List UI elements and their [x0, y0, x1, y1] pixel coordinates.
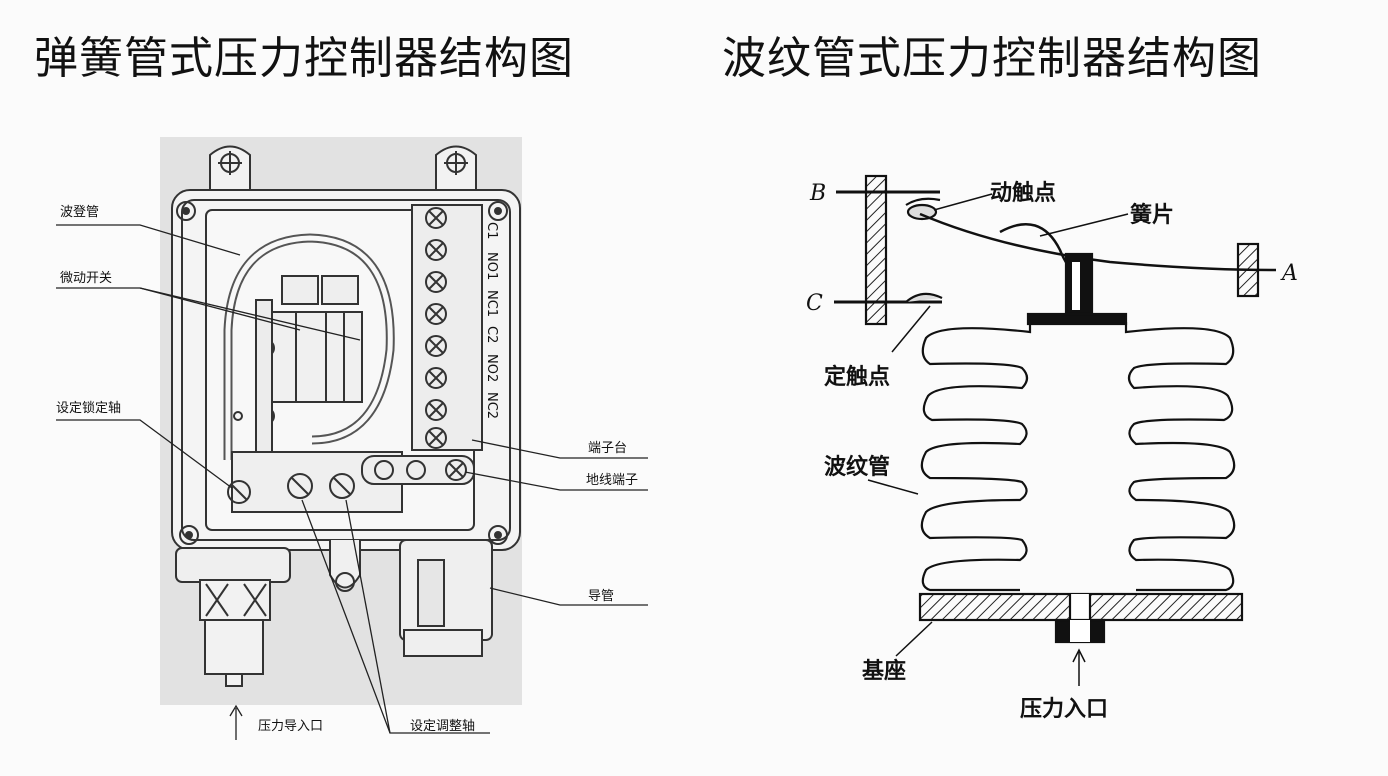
moving-contact-label: 动触点 [990, 180, 1056, 206]
bellows-controller-diagram [834, 174, 1277, 644]
point-c-label: C [806, 291, 823, 316]
terminal-block-label: 端子台 [588, 441, 627, 456]
conduit-label: 导管 [588, 589, 614, 604]
right-leader-lines [867, 193, 1129, 686]
base-label: 基座 [862, 658, 906, 684]
bellows-label: 波纹管 [824, 454, 890, 480]
bourdon-tube-label: 波登管 [60, 205, 99, 220]
terminal-screws [425, 207, 447, 449]
fixed-contact-label: 定触点 [824, 364, 890, 390]
ground-terminal-label: 地线端子 [586, 473, 638, 488]
spring-leaf-label: 簧片 [1130, 202, 1174, 228]
lock-shaft-label: 设定锁定轴 [56, 400, 121, 416]
pressure-inlet-right-label: 压力入口 [1020, 697, 1108, 722]
adjust-shaft-label: 设定调整轴 [410, 719, 475, 734]
point-b-label: B [809, 181, 826, 206]
pressure-inlet-label: 压力导入口 [258, 719, 323, 734]
terminal-codes: C1 NO1 NC1 C2 NO2 NC2 [484, 222, 499, 419]
left-diagram-title: 弹簧管式压力控制器结构图 [34, 33, 574, 84]
terminal-code-no2: NO2 [484, 354, 499, 382]
point-a-label: A [1280, 261, 1298, 286]
micro-switch-label: 微动开关 [60, 271, 112, 286]
bourdon-controller-diagram [160, 137, 522, 705]
terminal-code-nc1: NC1 [484, 290, 499, 317]
right-diagram-title: 波纹管式压力控制器结构图 [722, 33, 1262, 84]
left-leader-lines [56, 224, 648, 740]
terminal-code-no1: NO1 [484, 252, 499, 280]
terminal-code-c1: C1 [484, 222, 499, 239]
terminal-code-c2: C2 [484, 326, 499, 343]
terminal-code-nc2: NC2 [484, 392, 499, 419]
